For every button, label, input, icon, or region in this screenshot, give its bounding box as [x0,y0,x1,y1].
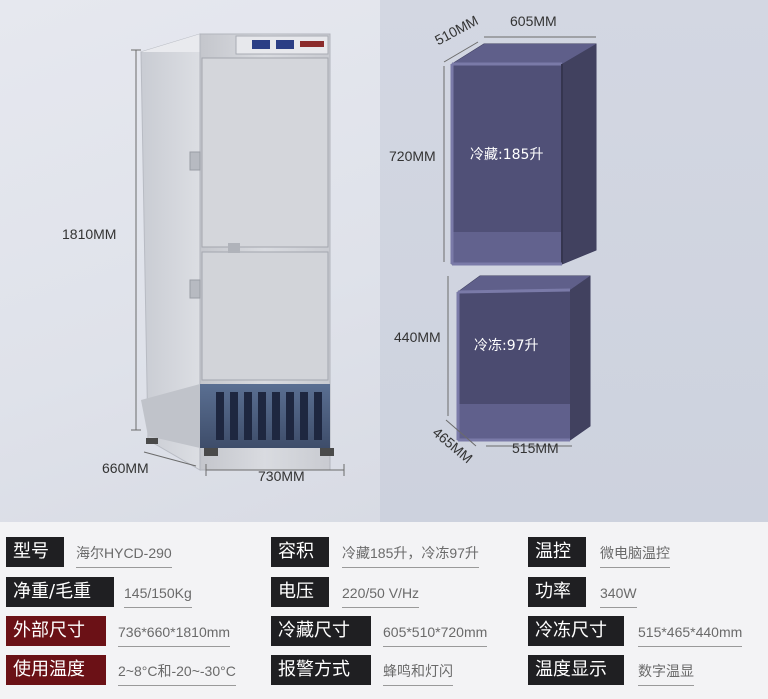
spec-label-temp-control: 温控 [528,537,586,567]
spec-value-freezer-size: 515*465*440mm [638,616,743,647]
spec-label-capacity: 容积 [271,537,329,567]
spec-value-temp-control: 微电脑温控 [600,537,670,568]
bottom-capacity-label: 冷冻:97升 [474,338,539,354]
top-capacity-label: 冷藏:185升 [470,147,544,163]
spec-label-weight: 净重/毛重 [6,577,114,607]
fridge-dimension-lines [131,49,345,476]
bottom-compartment-box [456,275,591,442]
spec-table: 型号 海尔HYCD-290 容积 冷藏185升，冷冻97升 温控 微电脑温控 净… [0,526,768,699]
spec-value-voltage: 220/50 V/Hz [342,577,420,608]
spec-row: 使用温度 2~8°C和-20~-30°C 报警方式 蜂鸣和灯闪 温度显示 数字温… [0,655,768,687]
spec-label-outer-size: 外部尺寸 [6,616,106,646]
spec-row: 外部尺寸 736*660*1810mm 冷藏尺寸 605*510*720mm 冷… [0,616,768,648]
bottom-width-label: 515MM [512,440,559,456]
spec-value-temp-display: 数字温显 [638,655,694,686]
spec-value-model: 海尔HYCD-290 [76,537,172,568]
spec-value-weight: 145/150Kg [124,577,192,608]
spec-label-freezer-size: 冷冻尺寸 [528,616,624,646]
spec-label-model: 型号 [6,537,64,567]
spec-value-fridge-size: 605*510*720mm [383,616,488,647]
spec-label-fridge-size: 冷藏尺寸 [271,616,371,646]
spec-row: 净重/毛重 145/150Kg 电压 220/50 V/Hz 功率 340W [0,577,768,609]
spec-value-outer-size: 736*660*1810mm [118,616,231,647]
spec-value-operating-temp: 2~8°C和-20~-30°C [118,655,236,686]
spec-label-power: 功率 [528,577,586,607]
spec-label-temp-display: 温度显示 [528,655,624,685]
bottom-height-label: 440MM [394,329,441,345]
illustration [131,33,597,476]
spec-label-operating-temp: 使用温度 [6,655,106,685]
spec-value-capacity: 冷藏185升，冷冻97升 [342,537,479,568]
spec-label-alarm: 报警方式 [271,655,371,685]
spec-row: 型号 海尔HYCD-290 容积 冷藏185升，冷冻97升 温控 微电脑温控 [0,537,768,569]
height-dimension-label: 1810MM [62,226,117,242]
box-dimension-lines [443,36,596,447]
top-height-label: 720MM [389,148,436,164]
depth-dimension-label: 660MM [102,460,149,476]
fridge-illustration [140,33,334,471]
width-dimension-label: 730MM [258,468,305,484]
top-width-label: 605MM [510,13,557,29]
product-image-area: 1810MM 660MM 730MM 510MM 605MM 720MM 冷藏:… [0,0,768,522]
spec-value-power: 340W [600,577,637,608]
spec-label-voltage: 电压 [271,577,329,607]
spec-value-alarm: 蜂鸣和灯闪 [383,655,453,686]
top-compartment-box [450,43,597,266]
